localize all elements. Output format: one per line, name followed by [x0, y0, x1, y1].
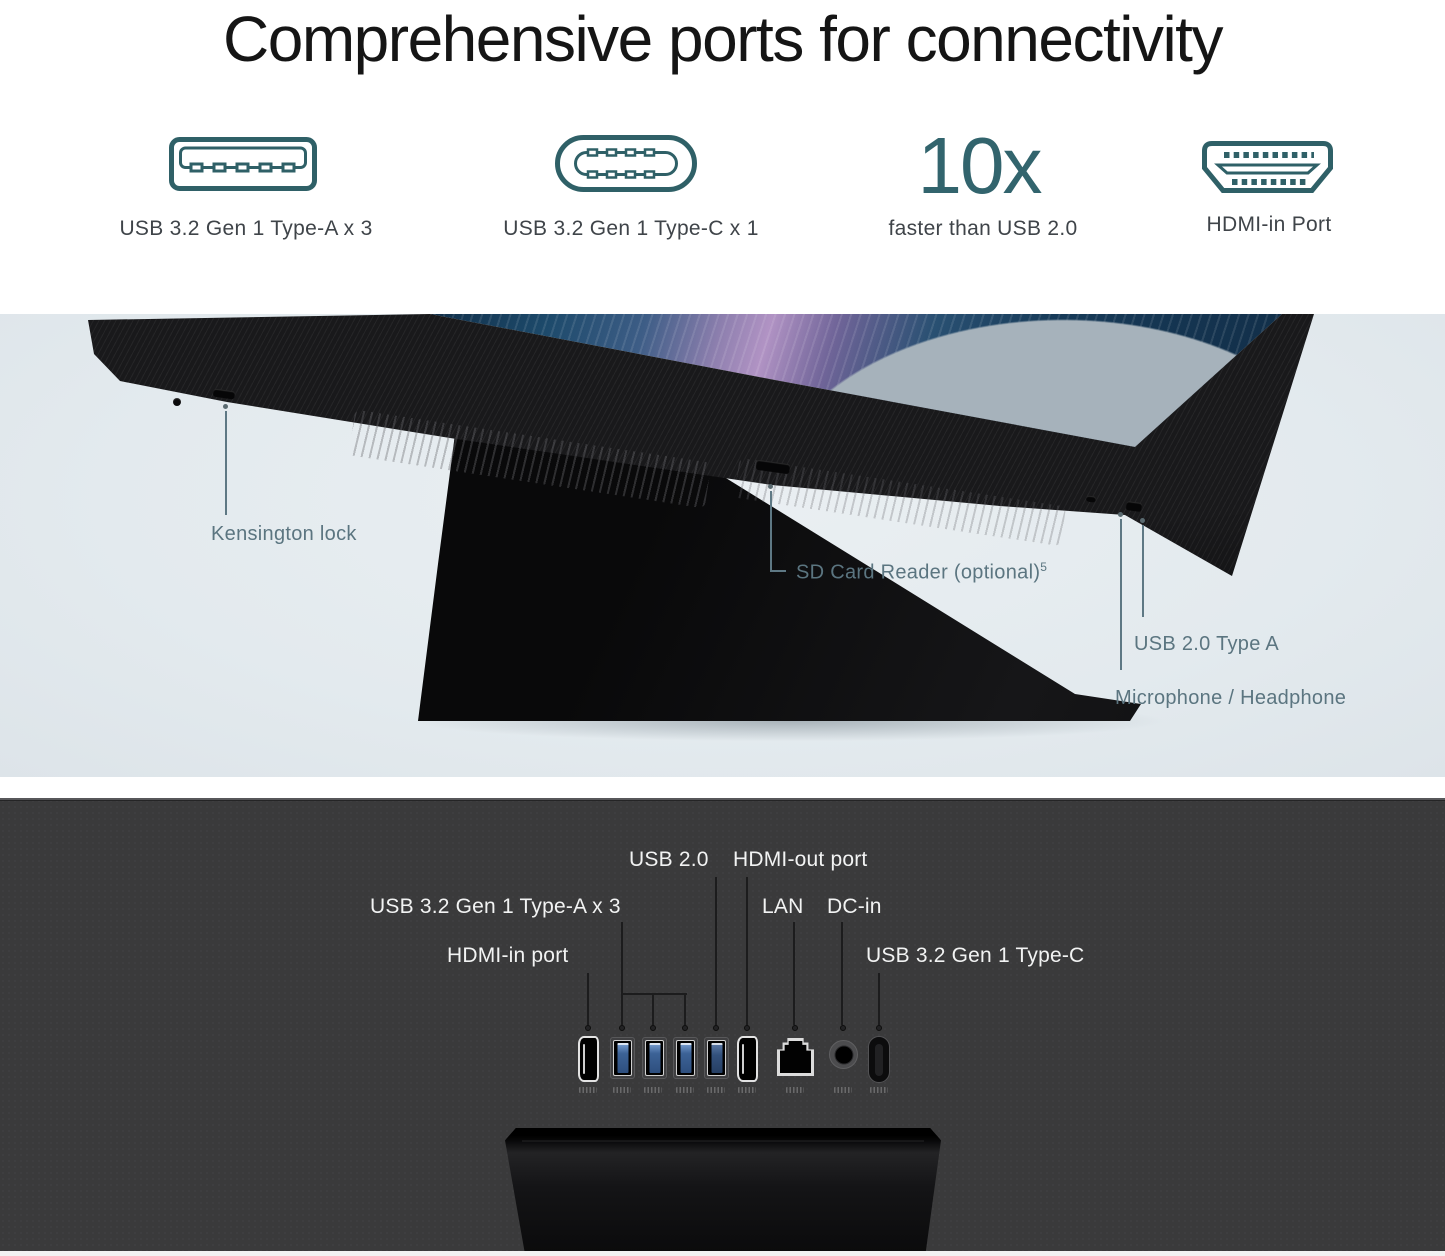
usb-a-tab: [711, 1043, 722, 1073]
usb-c-opening: [875, 1043, 883, 1076]
lan-glyph: [786, 1087, 804, 1093]
hdmi-glyph: [579, 1087, 597, 1093]
callout-usb-2-0-type-a: USB 2.0 Type A: [1134, 633, 1280, 655]
callout-dot: [223, 404, 228, 409]
usb-glyph: [707, 1087, 725, 1093]
callout-dot: [650, 1025, 656, 1031]
usb-a-3-2-port: [642, 1037, 667, 1079]
usb-a-tab: [680, 1043, 691, 1073]
feature-label-usb-c: USB 3.2 Gen 1 Type-C x 1: [503, 217, 759, 240]
ss-usb-glyph: [676, 1087, 694, 1093]
stand-neck: [505, 1128, 941, 1252]
callout-line: [621, 922, 623, 1025]
callout-line: [652, 993, 654, 1025]
hdmi-out-port: [737, 1036, 758, 1082]
dc-pin-hole: [834, 1045, 853, 1064]
ss-usb-glyph: [644, 1087, 662, 1093]
callout-dot: [1118, 512, 1123, 517]
hdmi-glyph: [738, 1087, 756, 1093]
callout-dot: [792, 1025, 798, 1031]
usb-a-2-0-port: [704, 1037, 729, 1079]
ss-usb-c-glyph: [870, 1087, 888, 1093]
lan-port: [777, 1038, 814, 1076]
panel-edge-shade: [0, 800, 1445, 801]
usb-a-3-2-port: [673, 1037, 698, 1079]
usb-type-c-icon: [555, 135, 697, 192]
rear-view-photo: USB 2.0 HDMI-out port USB 3.2 Gen 1 Type…: [0, 798, 1445, 1256]
dc-glyph: [834, 1087, 852, 1093]
callout-line: [793, 922, 795, 1025]
callout-line: [1120, 519, 1122, 670]
feature-label-usb-a: USB 3.2 Gen 1 Type-A x 3: [119, 217, 373, 240]
dc-in-port: [829, 1040, 858, 1069]
callout-line: [225, 411, 227, 515]
callout-dot: [585, 1025, 591, 1031]
callout-dot: [744, 1025, 750, 1031]
page-title: Comprehensive ports for connectivity: [223, 3, 1223, 75]
image-bottom-edge: [0, 1251, 1445, 1256]
feature-label-speed: faster than USB 2.0: [888, 217, 1078, 240]
callout-line: [770, 491, 772, 571]
callout-dot: [619, 1025, 625, 1031]
callout-microphone-headphone: Microphone / Headphone: [1115, 687, 1347, 709]
callout-branch-line: [621, 993, 687, 995]
callout-dot: [768, 484, 773, 489]
callout-line: [1142, 525, 1144, 617]
stand-neck-lip: [505, 1128, 941, 1139]
panel-edge-highlight: [0, 798, 1445, 800]
callout-sd-card-reader-text: SD Card Reader (optional): [796, 561, 1041, 584]
usb-a-tab: [649, 1043, 660, 1073]
speed-stat: 10x: [917, 121, 1043, 210]
rear-label-hdmi-in: HDMI-in port: [447, 944, 569, 967]
callout-line: [715, 877, 717, 1025]
hdmi-icon: [1202, 141, 1333, 193]
callout-sd-card-reader: SD Card Reader (optional)5: [796, 560, 1047, 585]
rear-label-usb-3-2-type-a: USB 3.2 Gen 1 Type-A x 3: [370, 895, 621, 918]
lan-opening: [780, 1041, 811, 1073]
callout-dot: [840, 1025, 846, 1031]
hdmi-in-port: [578, 1036, 599, 1082]
feature-label-hdmi: HDMI-in Port: [1206, 213, 1332, 236]
screw-hole: [173, 398, 181, 406]
callout-dot: [682, 1025, 688, 1031]
callout-line: [587, 973, 589, 1025]
rear-label-usb-3-2-type-c: USB 3.2 Gen 1 Type-C: [866, 944, 1085, 967]
rear-label-usb-2-0: USB 2.0: [629, 848, 709, 871]
callout-line: [878, 973, 880, 1025]
stand-neck-highlight: [522, 1140, 924, 1142]
callout-dot: [713, 1025, 719, 1031]
usb-type-a-icon: [169, 137, 317, 191]
callout-sd-footnote: 5: [1040, 560, 1048, 574]
rear-label-hdmi-out: HDMI-out port: [733, 848, 868, 871]
callout-dot: [1140, 518, 1145, 523]
rear-label-dc-in: DC-in: [827, 895, 882, 918]
callout-line: [841, 922, 843, 1025]
callout-line: [746, 877, 748, 1025]
ss-usb-glyph: [613, 1087, 631, 1093]
rear-label-lan: LAN: [762, 895, 804, 918]
side-view-photo: Kensington lock SD Card Reader (optional…: [0, 314, 1445, 777]
usb-c-port: [868, 1036, 890, 1083]
audio-jack-hole: [1085, 495, 1097, 503]
callout-elbow: [770, 570, 786, 572]
callout-line: [684, 993, 686, 1025]
usb-a-3-2-port: [610, 1037, 635, 1079]
callout-kensington-lock: Kensington lock: [211, 523, 357, 545]
usb-a-tab: [617, 1043, 628, 1073]
callout-dot: [876, 1025, 882, 1031]
